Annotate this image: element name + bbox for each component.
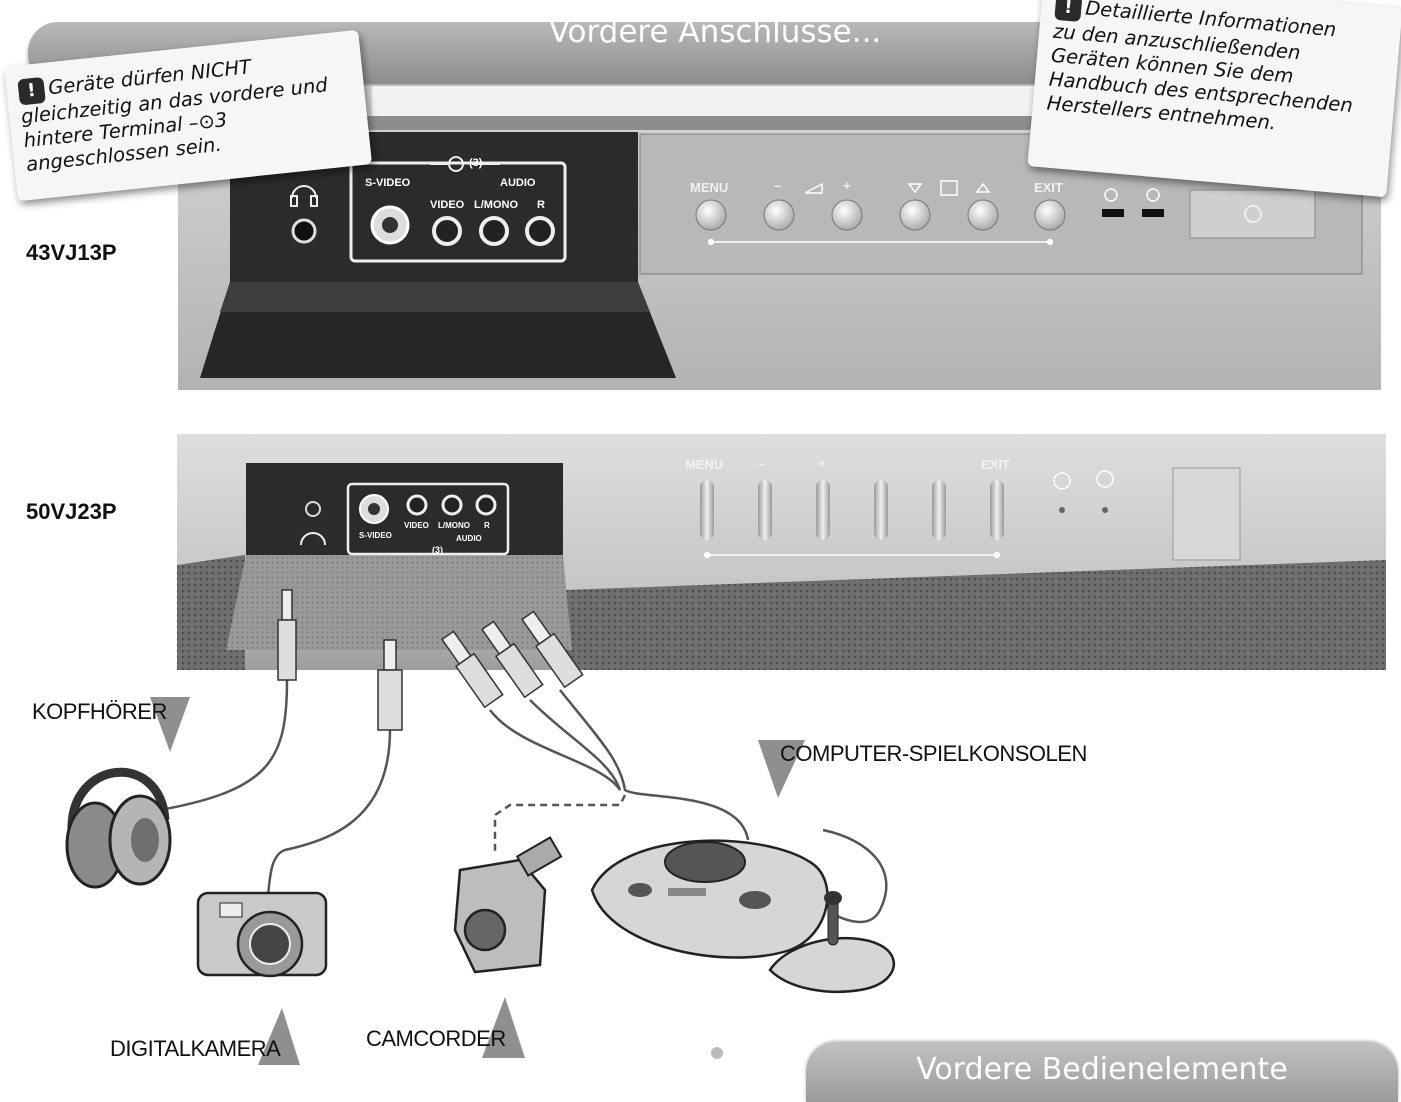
audio-l-jack-2[interactable] — [441, 494, 463, 516]
svideo-label: S-VIDEO — [365, 177, 411, 189]
volume-up-button-2[interactable] — [816, 480, 830, 540]
menu-button-2[interactable] — [700, 480, 714, 540]
camcorder-label: CAMCORDER — [366, 1026, 506, 1051]
button-guide-line — [707, 238, 1054, 246]
timer-led-2 — [1059, 507, 1065, 513]
standby-led — [1102, 209, 1124, 217]
video-label-2: VIDEO — [404, 521, 429, 530]
program-down-button-2[interactable] — [932, 480, 946, 540]
input-icon — [430, 156, 500, 172]
consoles-label: COMPUTER-SPIELKONSOLEN — [780, 741, 1087, 766]
button-guide-line-2 — [703, 551, 1001, 559]
program-up-button[interactable] — [967, 199, 999, 231]
label-pointers — [150, 697, 805, 1065]
power-button-2[interactable] — [1172, 467, 1241, 561]
minus-label: – — [774, 178, 782, 193]
exit-label: EXIT — [1034, 180, 1063, 195]
svideo-label-2: S-VIDEO — [359, 531, 392, 540]
front-jack-panel-2 — [246, 463, 563, 555]
input-ref-icon: –⊙ — [187, 109, 216, 135]
digital-camera-icon — [196, 891, 328, 978]
warning-icon: ! — [17, 76, 46, 106]
warning-icon-2: ! — [1054, 0, 1083, 22]
banner-title: Vordere Anschlüsse... — [548, 14, 882, 50]
info-note-right: !Detaillierte Informationen zu den anzus… — [1027, 0, 1401, 198]
volume-down-button-2[interactable] — [758, 480, 772, 540]
minus-label-2: – — [758, 456, 766, 471]
lmono-label-2: L/MONO — [438, 521, 470, 530]
bottom-banner-title: Vordere Bedienelemente — [916, 1052, 1288, 1087]
note-left-ref-number: 3 — [213, 108, 229, 133]
timer-icon — [1104, 188, 1118, 202]
menu-label: MENU — [690, 180, 729, 195]
headphones-label: KOPFHÖRER — [32, 699, 167, 724]
standby-icon — [1146, 188, 1160, 202]
model-bottom-label: 50VJ23P — [26, 499, 117, 524]
camera-plug — [377, 639, 403, 731]
power-led — [1142, 209, 1164, 217]
input-number-label: (3) — [469, 157, 483, 169]
headphone-jack-2[interactable] — [305, 501, 321, 517]
lmono-label: L/MONO — [474, 199, 518, 211]
dot-marker — [711, 1047, 723, 1059]
video-label: VIDEO — [430, 199, 465, 211]
game-console-icon — [590, 839, 896, 994]
r-label: R — [537, 199, 545, 211]
input-number-label-2: (3) — [432, 545, 443, 555]
power-icon — [1244, 205, 1262, 223]
control-buttons[interactable] — [695, 199, 1066, 231]
camcorder-icon — [453, 836, 563, 974]
volume-up-button[interactable] — [831, 199, 863, 231]
model-top-label: 43VJ13P — [26, 240, 117, 265]
standby-icon-2 — [1096, 470, 1114, 488]
tv-50vj23p — [177, 434, 1386, 670]
audio-label: AUDIO — [500, 177, 536, 189]
volume-down-button[interactable] — [763, 199, 795, 231]
audio-label-2: AUDIO — [456, 534, 482, 543]
exit-label-2: EXIT — [981, 457, 1010, 472]
av-connector-box — [349, 161, 567, 263]
audio-l-jack[interactable] — [479, 216, 509, 246]
menu-button[interactable] — [695, 199, 727, 231]
rca-plugs — [441, 610, 584, 709]
audio-r-jack-2[interactable] — [475, 494, 497, 516]
cables — [159, 679, 888, 924]
plus-label-2: + — [818, 456, 826, 471]
standby-led-2 — [1102, 507, 1108, 513]
audio-r-jack[interactable] — [525, 216, 555, 246]
headphone-icon-2 — [300, 532, 326, 546]
headphone-plug — [277, 589, 297, 681]
program-up-button-2[interactable] — [874, 480, 888, 540]
control-symbols — [804, 180, 991, 196]
video-jack-2[interactable] — [406, 494, 428, 516]
menu-label-2: MENU — [685, 457, 724, 472]
video-jack[interactable] — [432, 216, 462, 246]
power-button[interactable] — [1189, 189, 1316, 239]
headphones-icon — [65, 767, 172, 889]
timer-icon-2 — [1053, 472, 1071, 490]
exit-button[interactable] — [1034, 199, 1066, 231]
exit-button-2[interactable] — [990, 480, 1004, 540]
program-down-button[interactable] — [899, 199, 931, 231]
rocker-buttons[interactable] — [700, 480, 1004, 540]
camera-label: DIGITALKAMERA — [110, 1036, 281, 1061]
av-connector-box-2 — [346, 482, 510, 556]
headphone-jack[interactable] — [291, 218, 317, 244]
r-label-2: R — [484, 521, 490, 530]
headphone-icon — [290, 185, 318, 207]
bottom-banner: Vordere Bedienelemente — [806, 1042, 1398, 1102]
plus-label: + — [843, 178, 851, 193]
